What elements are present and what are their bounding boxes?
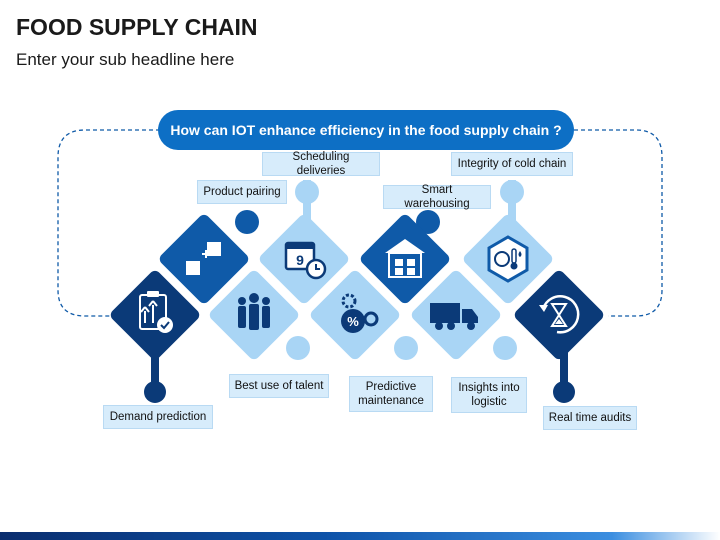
puzzle-knob <box>235 210 259 234</box>
dashed-connector <box>574 129 663 317</box>
label-text: Integrity of cold chain <box>457 158 567 170</box>
label-predictive-maintenance: Predictive maintenance <box>349 376 433 412</box>
puzzle-tile-warehousing <box>360 214 450 304</box>
warehouse-icon <box>385 239 425 278</box>
gear-percent-icon: % <box>341 293 379 333</box>
puzzle-knob <box>416 210 440 234</box>
puzzle-knob <box>553 381 575 403</box>
thermometer-hexagon-icon <box>487 235 529 283</box>
label-text: logistic <box>471 396 507 408</box>
label-smart-warehousing: Smart warehousing <box>383 184 491 210</box>
puzzle-tile-pairing <box>159 214 249 304</box>
label-text: Scheduling deliveries <box>292 151 350 177</box>
page-subtitle: Enter your sub headline here <box>16 50 235 69</box>
label-text: Best use of talent <box>234 380 324 392</box>
label-product-pairing: Product pairing <box>197 180 287 204</box>
puzzle-knob <box>500 180 524 204</box>
footer-gradient-bar <box>0 532 720 540</box>
hourglass-refresh-icon <box>539 295 580 334</box>
label-text: maintenance <box>358 395 424 407</box>
puzzle-knob <box>493 336 517 360</box>
label-text: Insights into <box>458 382 520 394</box>
clipboard-growth-icon <box>139 291 173 333</box>
label-text: Real time audits <box>548 412 632 424</box>
label-demand-prediction: Demand prediction <box>103 405 213 429</box>
label-scheduling-deliveries: Scheduling deliveries <box>262 151 380 177</box>
label-integrity-of-cold-chain: Integrity of cold chain <box>451 152 573 176</box>
label-text: Demand prediction <box>109 411 207 423</box>
iot-question-banner: How can IOT enhance efficiency in the fo… <box>158 110 574 150</box>
svg-text:%: % <box>347 314 359 329</box>
truck-icon <box>430 303 478 330</box>
page-title: FOOD SUPPLY CHAIN <box>16 14 258 40</box>
label-text: Product pairing <box>203 186 281 198</box>
puzzle-tile-demand <box>110 270 200 360</box>
team-icon <box>238 293 270 330</box>
label-best-use-of-talent: Best use of talent <box>229 374 329 398</box>
label-text: Predictive <box>365 381 417 393</box>
box-pairing-icon <box>186 242 221 275</box>
label-real-time-audits: Real time audits <box>543 406 637 430</box>
puzzle-knob <box>295 180 319 204</box>
puzzle-knob <box>144 381 166 403</box>
label-text: Smart warehousing <box>404 184 470 210</box>
calendar-clock-icon: 9 <box>284 241 327 280</box>
puzzle-knob <box>394 336 418 360</box>
svg-text:9: 9 <box>296 252 304 268</box>
dashed-connector <box>57 129 160 317</box>
puzzle-knob <box>286 336 310 360</box>
label-insights-into-logistic: Insights into logistic <box>451 377 527 413</box>
